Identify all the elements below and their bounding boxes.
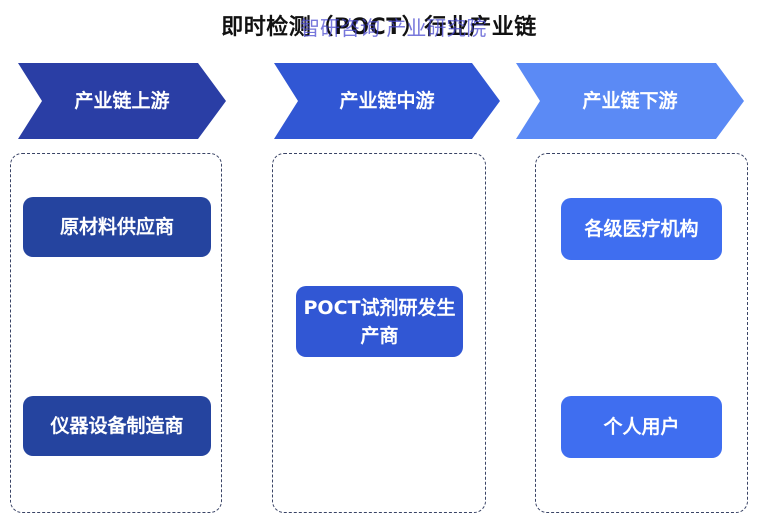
stage-upstream-label: 产业链上游 — [74, 90, 170, 112]
stage-midstream-label: 产业链中游 — [339, 90, 435, 112]
stage-downstream: 产业链下游 — [516, 63, 744, 139]
downstream-group — [535, 153, 748, 513]
stage-downstream-chevron — [516, 63, 744, 139]
stage-upstream: 产业链上游 — [18, 63, 226, 139]
upstream-group — [10, 153, 222, 513]
page-title: 即时检测（POCT）行业产业链 — [221, 15, 537, 40]
midstream-group — [272, 153, 486, 513]
stage-midstream: 产业链中游 — [274, 63, 500, 139]
downstream-item-medical-institutions: 各级医疗机构 — [561, 198, 722, 260]
title-area: 即时检测（POCT）行业产业链 智研咨询 产业研究院 — [0, 10, 758, 46]
upstream-item-equipment-manufacturer: 仪器设备制造商 — [23, 396, 211, 456]
upstream-item-raw-material-supplier: 原材料供应商 — [23, 197, 211, 257]
stage-midstream-chevron — [274, 63, 500, 139]
stage-downstream-label: 产业链下游 — [582, 90, 678, 112]
midstream-item-reagent-producer: POCT试剂研发生产商 — [296, 286, 463, 357]
downstream-item-individual-users: 个人用户 — [561, 396, 722, 458]
watermark: 智研咨询 产业研究院 — [300, 16, 487, 40]
stage-upstream-chevron — [18, 63, 226, 139]
